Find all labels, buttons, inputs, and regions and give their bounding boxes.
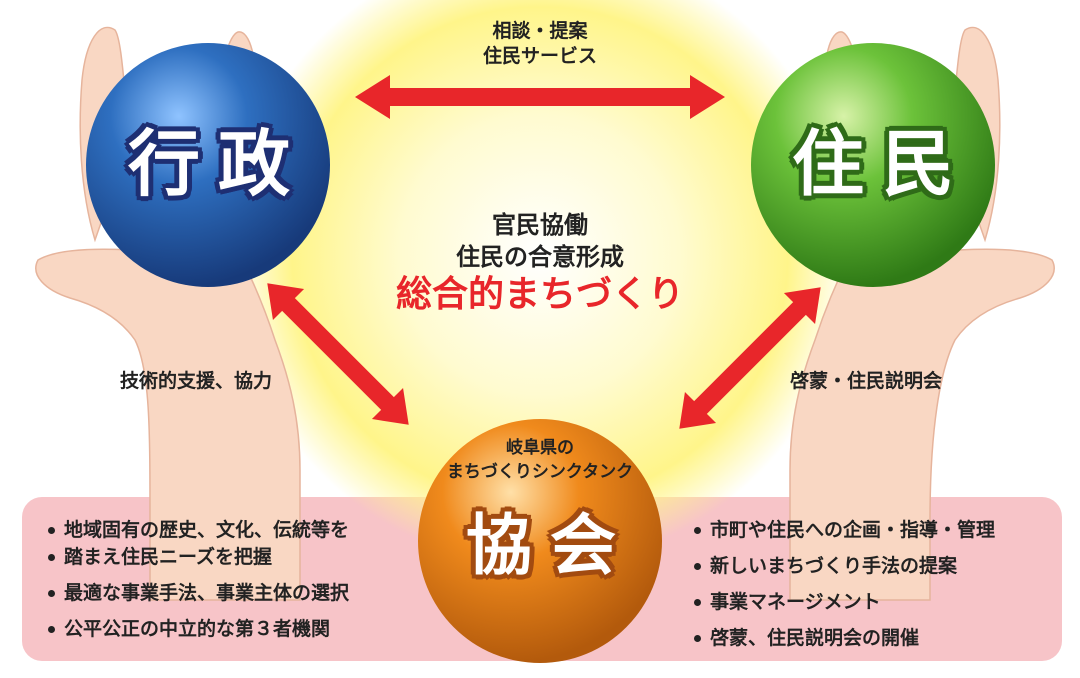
list-item: 事業マネージメント (690, 589, 995, 616)
list-item: 新しいまちづくり手法の提案 (690, 553, 995, 580)
edge-label-left: 技術的支援、協力 (120, 370, 273, 392)
kyokai-sublabel: 岐阜県の まちづくりシンクタンク (420, 436, 660, 484)
center-text-line1: 官民協働 (492, 211, 588, 239)
arrow-right (679, 287, 821, 429)
list-item: 市町や住民への企画・指導・管理 (690, 517, 995, 544)
jumin-sphere (751, 43, 995, 287)
center-text-line3: 総合的まちづくり (395, 274, 684, 315)
right-bullet-list: 市町や住民への企画・指導・管理 新しいまちづくり手法の提案 事業マネージメント … (690, 517, 995, 661)
kyokai-sublabel-line2: まちづくりシンクタンク (446, 462, 634, 482)
center-text-line2: 住民の合意形成 (456, 243, 624, 271)
gyosei-sphere (86, 43, 330, 287)
left-bullet-list: 地域固有の歴史、文化、伝統等を 踏まえ住民ニーズを把握 最適な事業手法、事業主体… (44, 517, 349, 652)
edge-label-top: 相談・提案 住民サービス (470, 19, 610, 69)
list-item: 公平公正の中立的な第３者機関 (44, 616, 349, 643)
arrow-top (355, 75, 725, 119)
kyokai-label: 協会 (466, 507, 634, 584)
list-item: 踏まえ住民ニーズを把握 (44, 544, 349, 571)
list-item: 地域固有の歴史、文化、伝統等を (44, 517, 349, 544)
list-item: 啓蒙、住民説明会の開催 (690, 625, 995, 652)
edge-label-top-line2: 住民サービス (482, 45, 597, 67)
arrow-left (267, 283, 409, 425)
list-item: 最適な事業手法、事業主体の選択 (44, 580, 349, 607)
jumin-label: 住民 (791, 122, 972, 206)
arrows (267, 75, 821, 429)
edge-label-top-line1: 相談・提案 (492, 20, 588, 42)
gyosei-label: 行政 (127, 122, 308, 206)
kyokai-sphere (418, 419, 662, 663)
edge-label-right: 啓蒙・住民説明会 (790, 370, 943, 392)
kyokai-sublabel-line1: 岐阜県の (506, 438, 574, 458)
